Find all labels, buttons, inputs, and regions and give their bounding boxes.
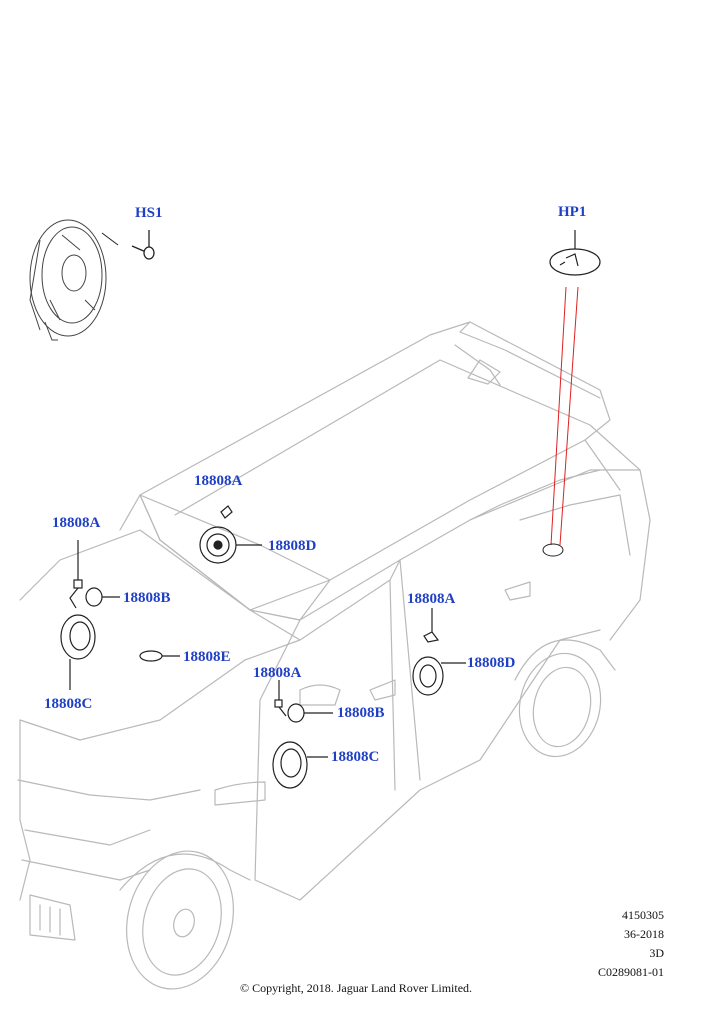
speaker-hp1 <box>549 230 601 276</box>
connector-roof-a <box>220 505 233 519</box>
speaker-dash-e <box>139 650 180 662</box>
tweeter-front-door-b <box>287 703 333 723</box>
speaker-roof-d <box>199 526 262 564</box>
hp1-leader-lines <box>550 286 579 546</box>
drawing-meta: 4150305 36-2018 3D C0289081-01 <box>598 906 664 982</box>
speaker-front-door-c <box>272 741 328 789</box>
callout-roof-a[interactable]: 18808A <box>194 473 243 489</box>
connector-left-a <box>69 540 83 609</box>
tweeter-left-b <box>85 587 120 607</box>
copyright-notice: © Copyright, 2018. Jaguar Land Rover Lim… <box>239 981 473 995</box>
callout-front-door-a[interactable]: 18808A <box>253 665 302 681</box>
connector-front-door-a <box>274 680 287 717</box>
callout-left-b[interactable]: 18808B <box>123 590 171 606</box>
callout-front-door-b[interactable]: 18808B <box>337 705 385 721</box>
callout-front-door-c[interactable]: 18808C <box>331 749 380 765</box>
drawing-id: C0289081-01 <box>598 965 664 979</box>
callout-dash-e[interactable]: 18808E <box>183 649 231 665</box>
callout-rear-door-a[interactable]: 18808A <box>407 591 456 607</box>
vehicle-outline <box>17 321 651 990</box>
ref-number: 4150305 <box>622 908 664 922</box>
callout-hp1[interactable]: HP1 <box>558 204 587 220</box>
callout-left-c[interactable]: 18808C <box>44 696 93 712</box>
callout-left-a[interactable]: 18808A <box>52 515 101 531</box>
callout-rear-door-d[interactable]: 18808D <box>467 655 516 671</box>
callout-hs1[interactable]: HS1 <box>135 205 163 221</box>
roof-mount-hp1 <box>542 543 564 557</box>
screw-hs1 <box>131 230 155 260</box>
view-label: 3D <box>649 946 664 960</box>
subwoofer-illustration <box>29 219 119 341</box>
callout-roof-d[interactable]: 18808D <box>268 538 317 554</box>
speaker-left-c <box>60 614 96 690</box>
speaker-rear-door-d <box>412 656 466 696</box>
connector-rear-door-a <box>423 608 440 643</box>
date-code: 36-2018 <box>624 927 664 941</box>
